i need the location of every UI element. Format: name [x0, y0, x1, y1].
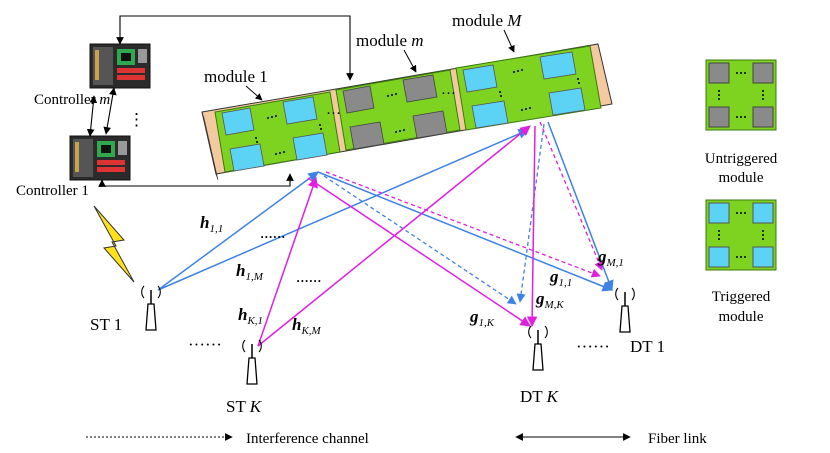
module-m-pointer	[403, 49, 417, 73]
dtK-label: DT K	[520, 387, 560, 406]
legend-untriggered-line1: Untriggered	[705, 151, 778, 167]
stK-label: ST K	[226, 397, 263, 416]
fiber-links	[86, 15, 354, 187]
channel-dots-upper: ......	[260, 223, 286, 242]
label-gM1: gM,1	[597, 247, 624, 269]
module-1-label: module 1	[204, 67, 268, 86]
label-h1M: h1,M	[236, 261, 264, 283]
antenna-dt1-icon	[615, 287, 635, 333]
label-g1K: g1,K	[469, 307, 495, 329]
module-1-pointer	[245, 85, 263, 101]
legend-fiber-label: Fiber link	[648, 431, 707, 447]
antenna-dtK-icon	[528, 325, 548, 371]
module-gap-ellipsis-1: ···	[326, 106, 341, 122]
label-h11: h1,1	[200, 213, 223, 235]
dt-dots: ······	[576, 337, 610, 356]
module-m-label: module m	[356, 31, 424, 50]
antenna-st1-icon	[141, 285, 161, 331]
channels-blue-solid	[157, 121, 614, 292]
lightning-bolt-icon	[93, 205, 135, 283]
module-M-label: module M	[452, 11, 522, 30]
module-gap-ellipsis-2: ···	[441, 86, 456, 102]
antenna-stK-icon	[242, 339, 262, 385]
controller-1-board	[69, 135, 131, 181]
controller-m-board	[89, 43, 151, 89]
legend-triggered-module-icon	[705, 199, 777, 271]
channels-magenta-solid	[257, 125, 538, 347]
controller-1-label: Controller 1	[16, 183, 89, 199]
channel-dots-lower: ......	[296, 267, 322, 286]
label-hK1: hK,1	[238, 305, 263, 327]
module-1	[214, 91, 341, 173]
module-M	[455, 45, 602, 131]
legend-interference-label: Interference channel	[246, 431, 369, 447]
legend-untriggered-line2: module	[719, 170, 764, 186]
legend-triggered-line1: Triggered	[712, 289, 771, 305]
controller-m-label: Controller m	[34, 92, 110, 108]
label-g11: g1,1	[549, 267, 572, 289]
legend-untriggered-module-icon	[705, 59, 777, 131]
channels-magenta-dashed	[325, 121, 604, 278]
st1-label: ST 1	[90, 315, 122, 334]
module-m	[335, 69, 461, 151]
label-hKM: hK,M	[292, 315, 322, 337]
dt1-label: DT 1	[630, 337, 665, 356]
controller-vertical-ellipsis: ⋮	[128, 110, 145, 129]
legend-triggered-line2: module	[719, 309, 764, 325]
channels-blue-dashed	[323, 123, 545, 305]
st-dots: ······	[188, 335, 222, 354]
module-M-pointer	[503, 29, 515, 53]
label-gMK: gM,K	[535, 289, 564, 311]
